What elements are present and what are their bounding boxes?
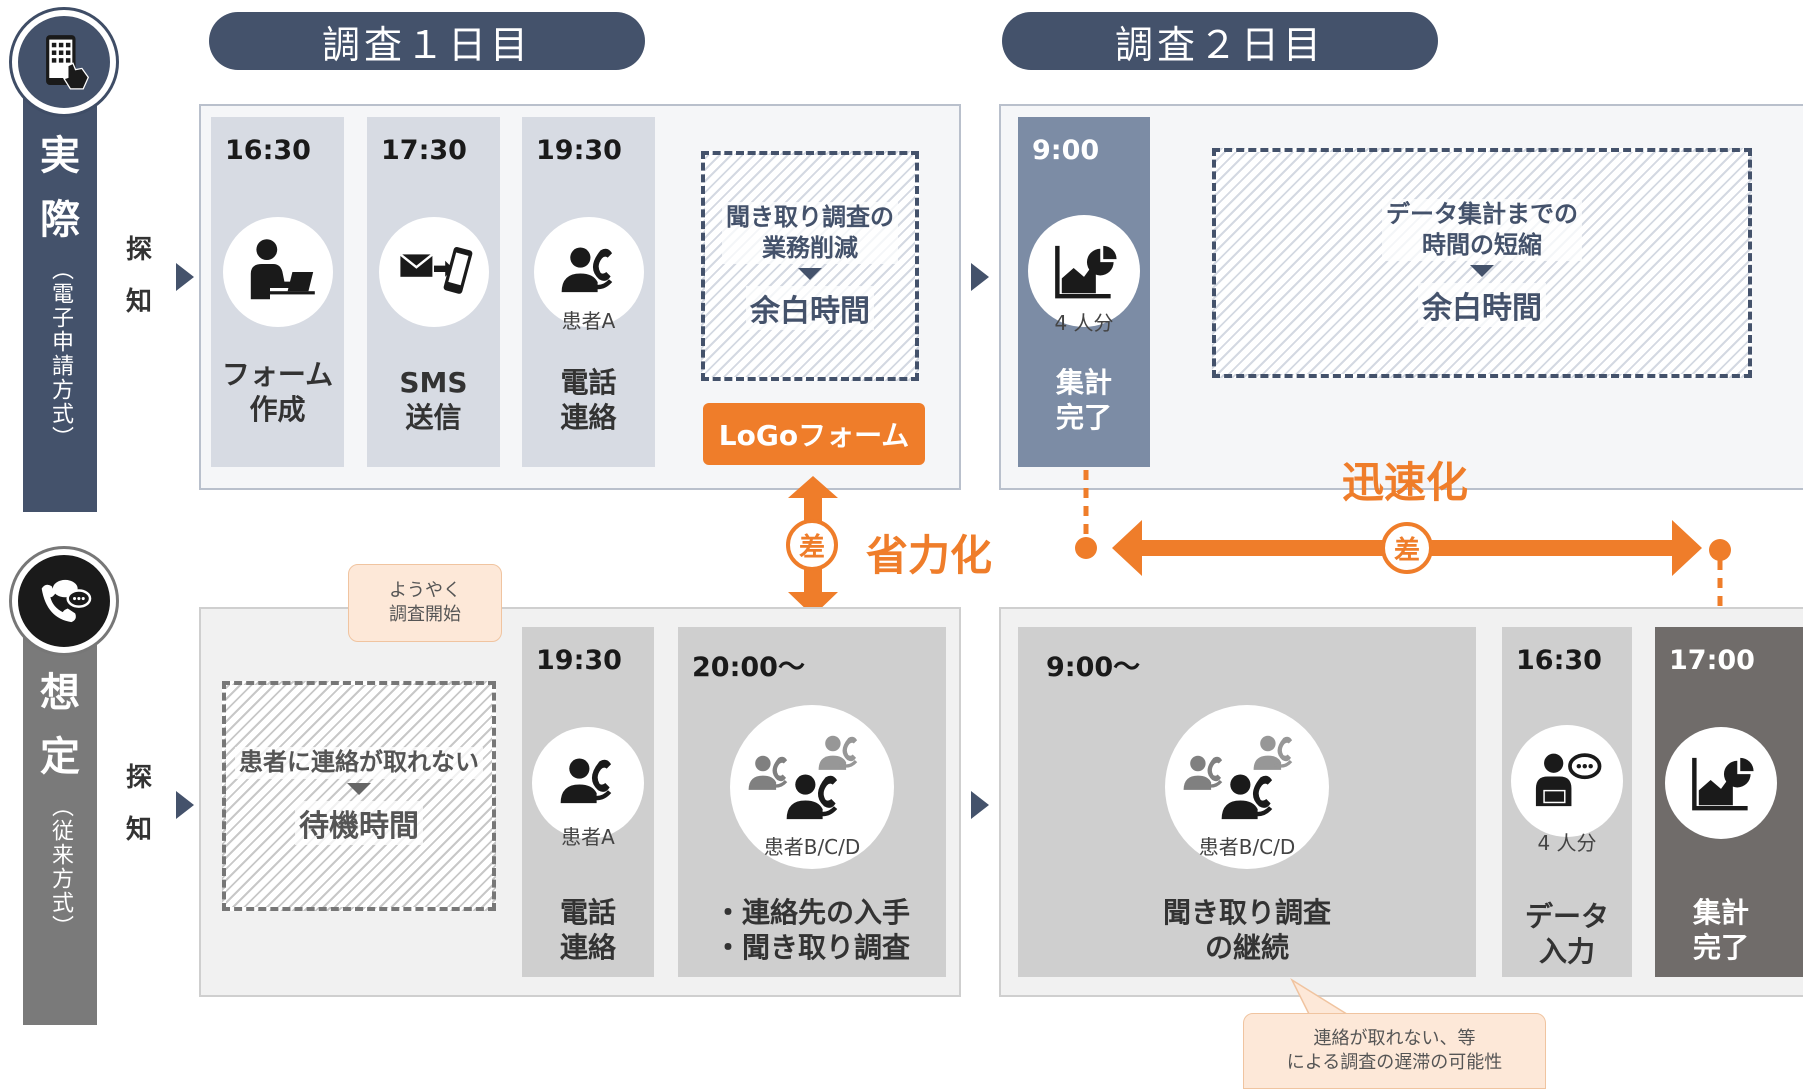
group-phone-icon — [730, 705, 894, 869]
sms-send-icon — [379, 217, 489, 327]
step-time: 9:00 — [1032, 135, 1100, 166]
down-triangle-icon — [347, 782, 371, 795]
step-data-entry: 16:30 4 人分 データ 入力 — [1502, 627, 1632, 977]
waiting-time-box: 患者に連絡が取れない 待機時間 — [222, 681, 496, 911]
actual-title-2: 際 — [40, 197, 80, 243]
step-aggregation-complete: 17:00 集計 完了 — [1655, 627, 1803, 977]
step-phone-call: 19:30 患者A 電話 連絡 — [522, 627, 654, 977]
down-triangle-icon — [1470, 265, 1494, 278]
step-label: フォーム 作成 — [221, 358, 334, 426]
assumed-title-2: 定 — [40, 734, 80, 780]
detect-label-bottom: 探知 — [126, 763, 153, 845]
play-arrow-icon — [971, 263, 989, 291]
step-time: 16:30 — [225, 135, 311, 166]
logo-form-button[interactable]: LoGoフォーム — [703, 403, 925, 465]
callout-delay-risk: 連絡が取れない、等 による調査の遅滞の可能性 — [1243, 1013, 1546, 1089]
speedup-label: 迅速化 — [1342, 458, 1469, 507]
patient-caption: 患者B/C/D — [1198, 835, 1296, 859]
patient-caption: 患者A — [561, 825, 615, 849]
dot-marker — [1075, 537, 1097, 559]
play-arrow-icon — [176, 263, 194, 291]
count-caption: 4 人分 — [1537, 831, 1597, 855]
smartphone-tap-icon — [12, 10, 116, 114]
step-label: 集計 完了 — [1055, 366, 1112, 434]
chart-icon — [1665, 727, 1777, 839]
step-time: 20:00〜 — [692, 652, 805, 683]
count-caption: 4 人分 — [1054, 311, 1114, 335]
step-time: 19:30 — [536, 645, 622, 676]
actual-subtitle: （電子申請方式） — [48, 258, 73, 450]
group-phone-icon — [1165, 705, 1329, 869]
step-label: ・連絡先の入手 ・聞き取り調査 — [713, 896, 910, 964]
step-label: 電話 連絡 — [559, 896, 616, 964]
step-phone-call: 19:30 患者A 電話 連絡 — [522, 117, 655, 467]
step-aggregation-complete: 9:00 4 人分 集計 完了 — [1018, 117, 1150, 467]
step-time: 17:30 — [381, 135, 467, 166]
day2-header: 調査２日目 — [1002, 12, 1438, 70]
phone-person-icon — [532, 727, 644, 839]
chart-icon — [1028, 215, 1140, 327]
detect-label-top: 探知 — [126, 235, 153, 317]
step-sms-send: 17:30 SMS 送信 — [367, 117, 500, 467]
actual-side-bar: 実 際 （電子申請方式） — [23, 62, 97, 512]
play-arrow-icon — [176, 791, 194, 819]
labor-saving-diff-badge: 差 — [786, 519, 838, 571]
day1-header: 調査１日目 — [209, 12, 645, 70]
step-form-create: 16:30 フォーム 作成 — [211, 117, 344, 467]
step-label: 集計 完了 — [1692, 896, 1749, 964]
patient-caption: 患者A — [561, 309, 616, 333]
person-chat-icon — [1511, 725, 1623, 837]
play-arrow-icon — [971, 791, 989, 819]
labor-saving-label: 省力化 — [866, 531, 993, 580]
step-label: 聞き取り調査 の継続 — [1162, 896, 1331, 964]
work-reduction-box: 聞き取り調査の 業務削減 余白時間 — [701, 151, 919, 381]
time-reduction-box: データ集計までの 時間の短縮 余白時間 — [1212, 148, 1752, 378]
step-time: 17:00 — [1669, 645, 1755, 676]
step-label: データ 入力 — [1524, 900, 1609, 968]
phone-chat-icon — [12, 549, 116, 653]
callout-survey-start: ようやく 調査開始 — [348, 564, 502, 642]
speedup-diff-badge: 差 — [1381, 522, 1433, 574]
dot-marker — [1709, 539, 1731, 561]
step-label: 電話 連絡 — [560, 366, 617, 434]
step-time: 16:30 — [1516, 645, 1602, 676]
step-interview-continue: 9:00〜 患者B/C/D 聞き取り調査 の継続 — [1018, 627, 1476, 977]
actual-title-1: 実 — [40, 133, 80, 179]
step-time: 19:30 — [536, 135, 622, 166]
step-time: 9:00〜 — [1046, 652, 1141, 683]
person-laptop-icon — [223, 217, 333, 327]
step-contact-interview: 20:00〜 患者B/C/D ・連絡先の入手 ・聞き取り調査 — [678, 627, 946, 977]
assumed-subtitle: （従来方式） — [48, 795, 73, 939]
phone-person-icon — [534, 217, 644, 327]
step-label: SMS 送信 — [399, 366, 468, 434]
assumed-title-1: 想 — [40, 670, 80, 716]
down-triangle-icon — [798, 268, 822, 281]
callout-pointer — [1290, 978, 1353, 1017]
patient-caption: 患者B/C/D — [763, 835, 861, 859]
